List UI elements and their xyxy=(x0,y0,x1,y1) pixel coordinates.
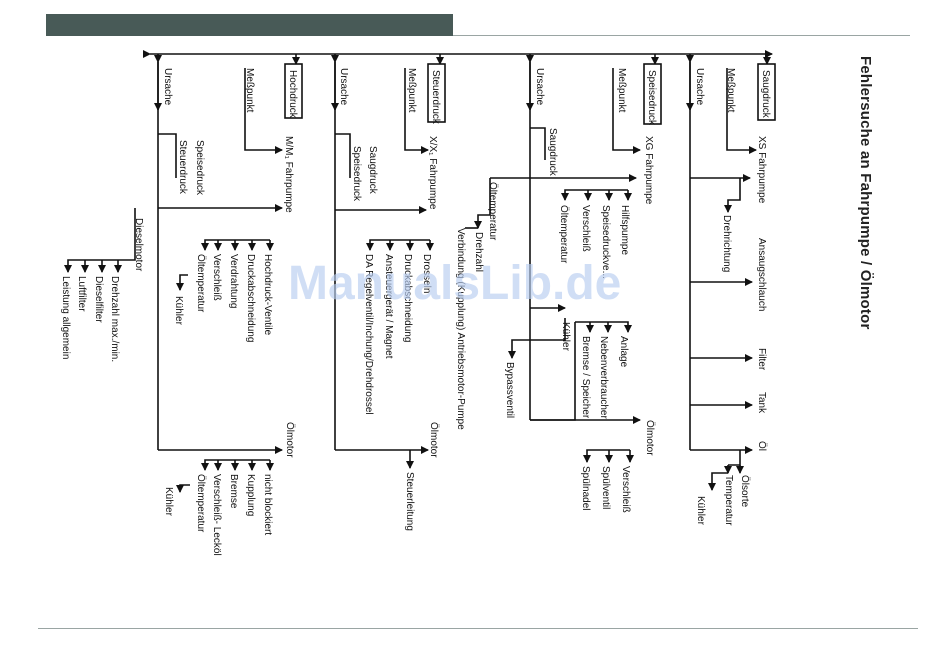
label-saugdruck-3: Saugdruck xyxy=(367,146,378,195)
label-tank: Tank xyxy=(756,392,767,414)
label-messpunkt-2: Meßpunkt xyxy=(616,68,627,113)
label-oelmotor-1: Ölmotor xyxy=(644,420,656,456)
footer-rule xyxy=(38,628,918,629)
label-mm-fahrpumpe: M/M₁ Fahrpumpe xyxy=(283,136,294,213)
label-kuehler-2: Kühler xyxy=(560,322,571,352)
label-nebenverbraucher: Nebenverbraucher xyxy=(598,336,609,419)
label-messpunkt-3: Meßpunkt xyxy=(406,68,417,113)
label-spuelnadel: Spülnadel xyxy=(580,466,591,510)
label-xs-fahrpumpe: XS Fahrpumpe xyxy=(756,136,767,204)
label-anlage: Anlage xyxy=(618,336,629,368)
label-ursache-1: Ursache xyxy=(694,68,705,106)
label-steuerdruck-2: Steuerdruck xyxy=(177,140,188,195)
label-hochdruckventile: Hochdruck-Ventile xyxy=(262,254,273,336)
page-title: Fehlersuche an Fahrpumpe / Ölmotor xyxy=(857,56,874,330)
label-steuerdruck: Steuerdruck xyxy=(430,70,441,125)
label-leistung-allgemein: Leistung allgemein xyxy=(60,276,71,359)
label-drehzahl: Drehzahl xyxy=(473,232,484,272)
label-dieselfilter: Dieselfilter xyxy=(93,276,104,323)
label-verschleiss-3: Verschleiß xyxy=(211,254,222,301)
label-hochdruck: Hochdruck xyxy=(287,70,298,119)
label-luftfilter: Luftfilter xyxy=(76,276,87,312)
label-verschleiss-2: Verschleiß xyxy=(620,466,631,513)
label-saugdruck-2: Saugdruck xyxy=(547,128,558,177)
label-kuehler-3: Kühler xyxy=(173,296,184,326)
label-ansteuergeraet: Ansteuergerät / Magnet xyxy=(383,254,394,359)
label-filter: Filter xyxy=(756,348,767,371)
label-oeltemperatur-4: Öltemperatur xyxy=(195,474,207,533)
header-rule xyxy=(453,35,910,36)
label-druckabschneidung-2: Druckabschneidung xyxy=(245,254,256,342)
label-steuerleitung: Steuerleitung xyxy=(404,472,415,531)
label-saugdruck: Saugdruck xyxy=(760,70,771,119)
label-oelmotor-3: Ölmotor xyxy=(284,422,296,458)
label-messpunkt-1: Meßpunkt xyxy=(725,68,736,113)
label-bypassventil: Bypassventil xyxy=(504,362,515,418)
label-ursache-2: Ursache xyxy=(534,68,545,106)
label-drosseln: Drosseln xyxy=(421,254,432,293)
label-kuehler-4: Kühler xyxy=(163,487,174,517)
label-kupplung: Kupplung xyxy=(245,474,256,516)
label-drehrichtung: Drehrichtung xyxy=(721,215,732,272)
label-da-regelventil: DA Regelventil/Inchung/Drehdrossel xyxy=(363,254,374,415)
label-verschleiss-leckoel: Verschleiß- Lecköl xyxy=(211,474,222,556)
label-verdrahtung: Verdrahtung xyxy=(228,254,239,309)
label-oeltemperatur-1: Öltemperatur xyxy=(558,205,570,264)
label-messpunkt-4: Meßpunkt xyxy=(244,68,255,113)
label-xg-fahrpumpe: XG Fahrpumpe xyxy=(643,136,654,205)
label-hilfspumpe: Hilfspumpe xyxy=(619,205,630,255)
header-bar xyxy=(46,14,453,36)
label-oelsorte: Ölsorte xyxy=(739,475,751,508)
steuerdruck-box xyxy=(427,63,446,123)
label-dieselmotor: Dieselmotor xyxy=(133,218,144,272)
label-speisedruck: Speisedruck xyxy=(646,70,657,126)
label-bremse-speicher: Bremse / Speicher xyxy=(580,336,591,419)
label-speisedruckventil: Speisedruckve... xyxy=(600,205,611,279)
label-verbindung: Verbindung (Kupplung) Antriebsmotor-Pump… xyxy=(455,228,466,430)
saugdruck-box xyxy=(757,63,776,121)
label-xx-fahrpumpe: X/X₁ Fahrpumpe xyxy=(427,136,438,210)
hochdruck-box xyxy=(284,63,303,119)
label-oel: Öl xyxy=(756,441,768,451)
label-nicht-blockiert: nicht blockiert xyxy=(262,474,273,535)
label-speisedruck-3: Speisedruck xyxy=(194,140,205,196)
label-oelmotor-2: Ölmotor xyxy=(428,422,440,458)
label-ursache-3: Ursache xyxy=(338,68,349,106)
label-oeltemperatur-3: Öltemperatur xyxy=(195,254,207,313)
label-speisedruck-2: Speisedruck xyxy=(351,146,362,202)
label-ursache-4: Ursache xyxy=(162,68,173,106)
label-spuelventil: Spülventil xyxy=(600,466,611,509)
label-oeltemperatur-2: Öltemperatur xyxy=(487,182,499,241)
label-bremse: Bremse xyxy=(228,474,239,509)
label-ansaugschlauch: Ansaugschlauch xyxy=(756,238,767,311)
speisedruck-box xyxy=(643,63,662,125)
label-drehzahl-max-min: Drehzahl max./min. xyxy=(109,276,120,362)
label-druckabschneidung-1: Druckabschneidung xyxy=(402,254,413,342)
label-temperatur: Temperatur xyxy=(723,475,734,526)
label-verschleiss-1: Verschleiß xyxy=(580,205,591,252)
label-kuehler-1: Kühler xyxy=(695,496,706,526)
